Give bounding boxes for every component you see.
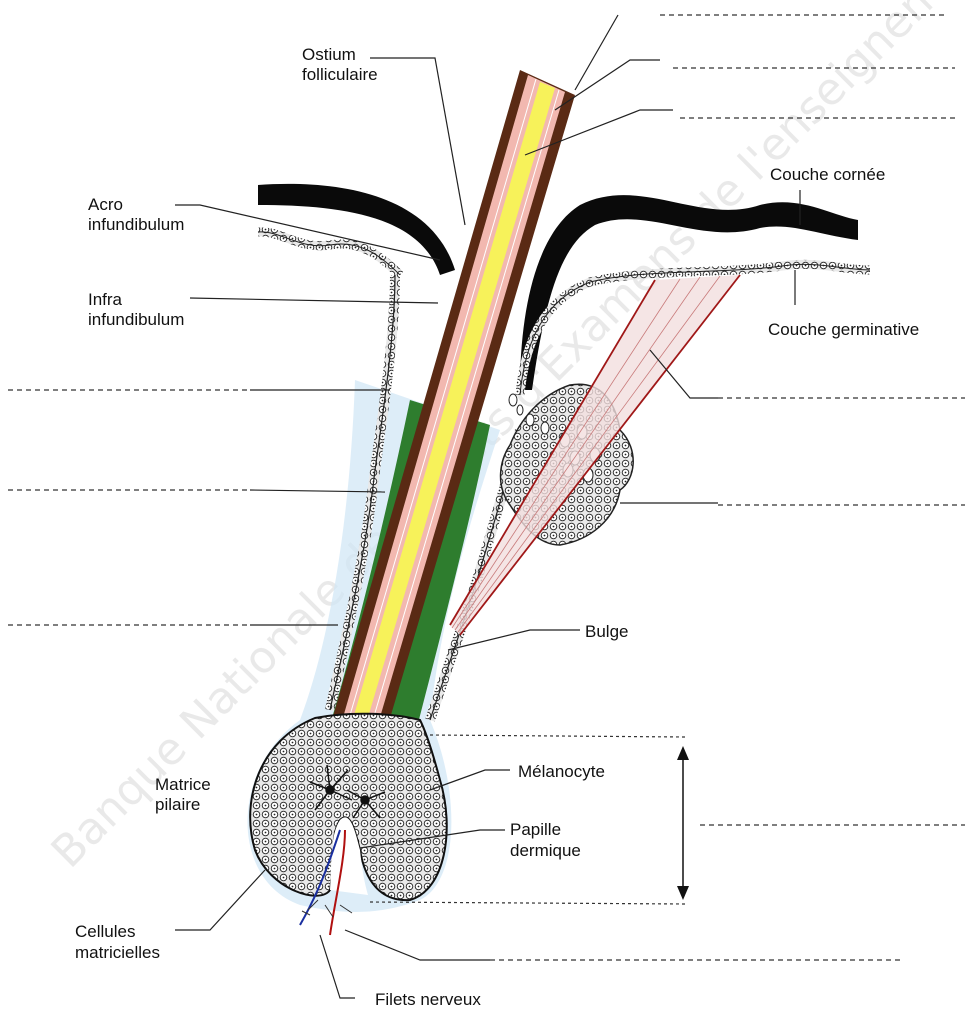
label-ostium-1: Ostium: [302, 45, 356, 64]
label-matrice-2: pilaire: [155, 795, 200, 814]
label-bulge: Bulge: [585, 622, 628, 641]
label-infra-1: Infra: [88, 290, 123, 309]
label-cellules-1: Cellules: [75, 922, 135, 941]
blank-answer-lines: [8, 15, 965, 960]
label-couche-germinative: Couche germinative: [768, 320, 919, 339]
germinative-layer-left: [258, 232, 400, 275]
stratum-corneum-left: [258, 184, 455, 275]
label-filets-nerveux: Filets nerveux: [375, 990, 481, 1009]
label-papille-2: dermique: [510, 841, 581, 860]
label-melanocyte: Mélanocyte: [518, 762, 605, 781]
label-papille-1: Papille: [510, 820, 561, 839]
label-acro-2: infundibulum: [88, 215, 184, 234]
label-cellules-2: matricielles: [75, 943, 160, 962]
label-acro-1: Acro: [88, 195, 123, 214]
label-couche-cornee: Couche cornée: [770, 165, 885, 184]
label-matrice-1: Matrice: [155, 775, 211, 794]
label-infra-2: infundibulum: [88, 310, 184, 329]
label-ostium-2: folliculaire: [302, 65, 378, 84]
